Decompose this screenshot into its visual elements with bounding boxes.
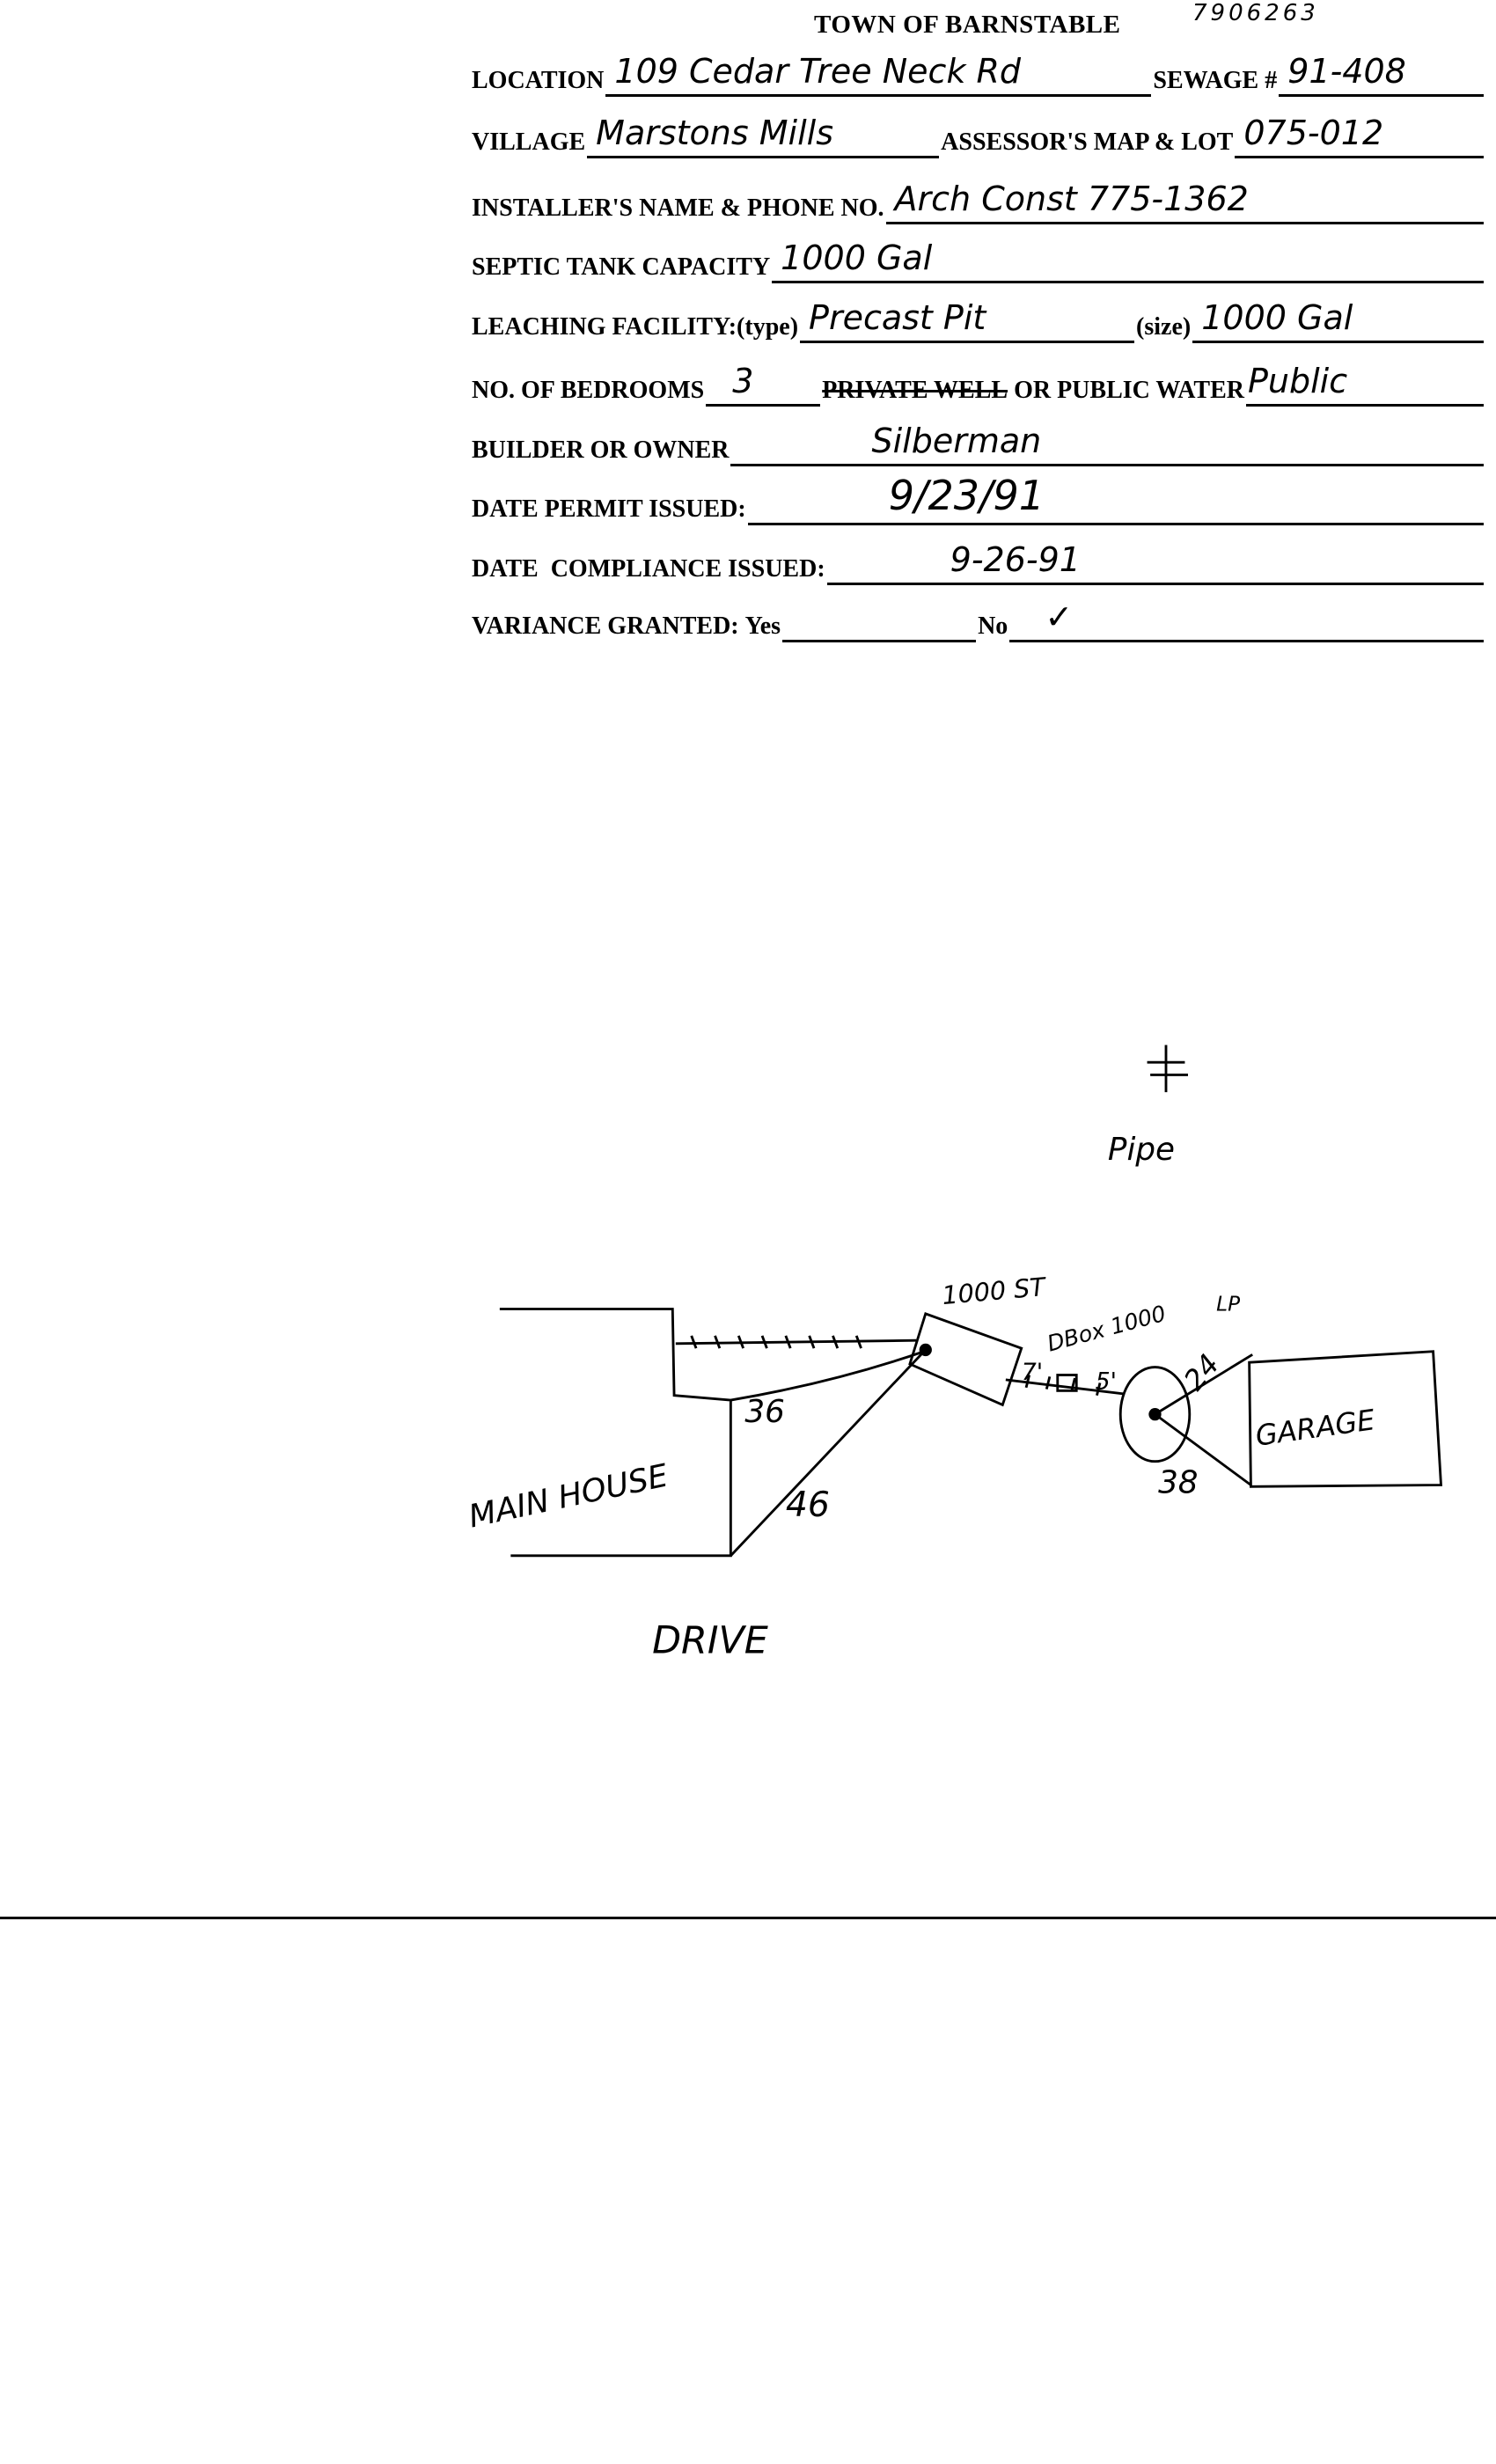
distance-38: 38 [1158,1464,1198,1500]
row-septic-capacity: SEPTIC TANK CAPACITY 1000 Gal [472,238,1485,283]
sewage-value: 91-408 [1287,52,1406,91]
leaching-type-value: Precast Pit [809,298,986,337]
map-lot-value: 075-012 [1243,114,1384,152]
sewage-label: SEWAGE # [1153,67,1278,94]
leaching-size-value: 1000 Gal [1201,298,1353,337]
variance-label: VARIANCE GRANTED: [472,612,739,640]
garage-label: GARAGE [1253,1403,1377,1453]
compliance-date-value: 9-26-91 [950,540,1081,579]
sewage-field[interactable]: 91-408 [1279,52,1484,97]
drive-label: DRIVE [652,1619,768,1663]
map-lot-label: ASSESSOR'S MAP & LOT [941,128,1234,156]
line-36 [730,1350,925,1402]
builder-value: Silberman [871,422,1042,460]
distance-36: 36 [744,1394,784,1430]
map-lot-field[interactable]: 075-012 [1235,114,1484,158]
tank-outlet-dot [919,1343,932,1357]
builder-label: BUILDER OR OWNER [472,436,730,464]
bedrooms-label: NO. OF BEDROOMS [472,377,705,404]
permit-date-label: DATE PERMIT ISSUED: [472,495,746,523]
village-field[interactable]: Marstons Mills [587,114,940,158]
leaching-type-field[interactable]: Precast Pit [800,298,1135,343]
pipe-symbol-lines [1147,1045,1188,1093]
main-house-outline [499,1308,732,1558]
dbox-label: DBox 1000 [1045,1301,1169,1357]
dbox [1056,1374,1078,1392]
water-field[interactable]: Public [1245,362,1484,407]
distance-5: 5' [1096,1368,1117,1396]
location-field[interactable]: 109 Cedar Tree Neck Rd [605,52,1152,97]
septic-capacity-field[interactable]: 1000 Gal [772,238,1484,283]
variance-yes-field[interactable] [782,598,977,642]
location-value: 109 Cedar Tree Neck Rd [614,52,1022,91]
garage-outline [1248,1350,1443,1488]
line-46 [730,1350,926,1557]
leaching-size-label: (size) [1136,313,1192,341]
compliance-date-field[interactable]: 9-26-91 [826,540,1484,585]
leaching-pit-circle [1118,1366,1192,1463]
house-sewer-line [675,1338,917,1346]
row-permit-date: DATE PERMIT ISSUED: 9/23/91 [472,472,1485,525]
distance-7: 7' [1022,1359,1043,1386]
village-value: Marstons Mills [596,114,834,152]
variance-no-field[interactable]: ✓ [1009,598,1484,642]
lp-label: LP [1216,1292,1240,1316]
public-water-label: OR PUBLIC WATER [1014,377,1244,404]
variance-no-checkmark: ✓ [1045,598,1074,636]
builder-field[interactable]: Silberman [730,422,1484,466]
pit-center-dot [1148,1408,1162,1421]
leaching-label: LEACHING FACILITY:(type) [472,313,799,341]
permit-date-field[interactable]: 9/23/91 [747,472,1484,525]
row-village: VILLAGE Marstons Mills ASSESSOR'S MAP & … [472,114,1485,158]
water-value: Public [1247,362,1348,400]
tank-label: 1000 ST [941,1272,1048,1310]
private-well-label: PRIVATE WELL [822,377,1008,404]
page-divider [0,1917,1496,1919]
row-leaching: LEACHING FACILITY:(type) Precast Pit (si… [472,298,1485,343]
row-builder: BUILDER OR OWNER Silberman [472,422,1485,466]
compliance-date-label: DATE COMPLIANCE ISSUED: [472,555,825,583]
row-installer: INSTALLER'S NAME & PHONE NO. Arch Const … [472,180,1485,224]
line-24 [1154,1353,1253,1416]
permit-date-value: 9/23/91 [888,472,1045,519]
pipe-label: Pipe [1108,1132,1175,1168]
pipe-hatch [690,1335,862,1349]
document-title: TOWN OF BARNSTABLE [814,11,1121,39]
installer-value: Arch Const 775-1362 [894,180,1249,218]
variance-yes-label: Yes [744,612,781,640]
row-location: LOCATION 109 Cedar Tree Neck Rd SEWAGE #… [472,52,1485,97]
septic-tank-box [908,1312,1023,1407]
row-bedrooms: NO. OF BEDROOMS 3 PRIVATE WELL OR PUBLIC… [472,362,1485,407]
bedrooms-field[interactable]: 3 [706,362,821,407]
distance-46: 46 [786,1485,830,1525]
septic-capacity-label: SEPTIC TANK CAPACITY [472,253,771,281]
leaching-size-field[interactable]: 1000 Gal [1192,298,1484,343]
row-variance: VARIANCE GRANTED: Yes No ✓ [472,598,1485,642]
variance-no-label: No [978,612,1008,640]
main-house-label: MAIN HOUSE [466,1457,671,1535]
septic-capacity-value: 1000 Gal [781,238,933,277]
installer-field[interactable]: Arch Const 775-1362 [885,180,1484,224]
tank-to-dbox-pipe [1005,1378,1124,1396]
bedrooms-value: 3 [732,362,754,400]
line-38 [1154,1412,1252,1486]
reference-number: 7906263 [1192,0,1319,26]
row-compliance-date: DATE COMPLIANCE ISSUED: 9-26-91 [472,540,1485,585]
installer-label: INSTALLER'S NAME & PHONE NO. [472,194,884,222]
village-label: VILLAGE [472,128,586,156]
location-label: LOCATION [472,67,605,94]
